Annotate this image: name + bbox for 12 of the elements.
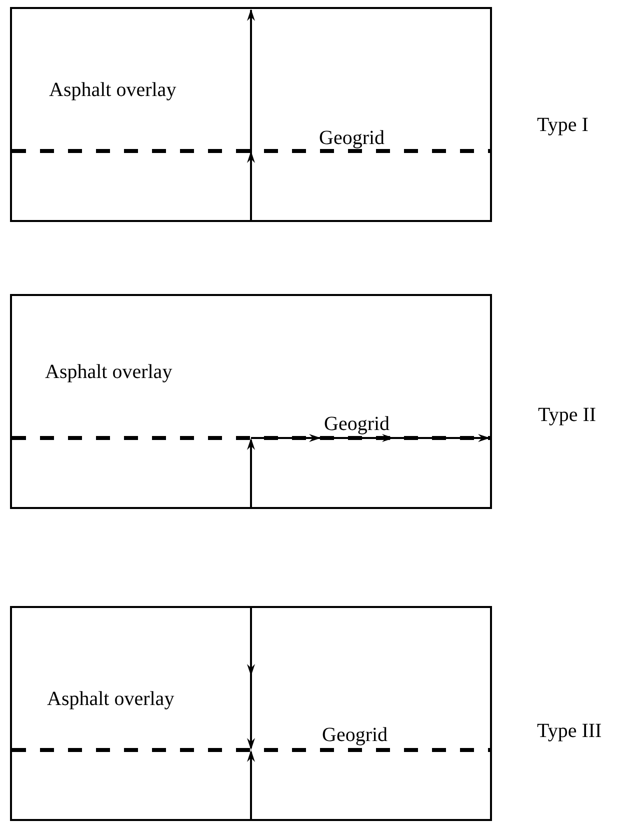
geogrid-label: Geogrid	[319, 127, 385, 149]
geogrid-label: Geogrid	[324, 413, 390, 435]
geogrid-label: Geogrid	[322, 724, 388, 746]
type-label: Type I	[537, 114, 588, 136]
overlay-section	[10, 7, 492, 222]
type-label: Type II	[538, 404, 596, 426]
layer-label: Asphalt overlay	[49, 79, 176, 101]
type-label: Type III	[537, 720, 602, 742]
layer-label: Asphalt overlay	[47, 688, 174, 710]
overlay-section	[10, 606, 492, 821]
overlay-section	[10, 294, 492, 509]
layer-label: Asphalt overlay	[45, 361, 172, 383]
